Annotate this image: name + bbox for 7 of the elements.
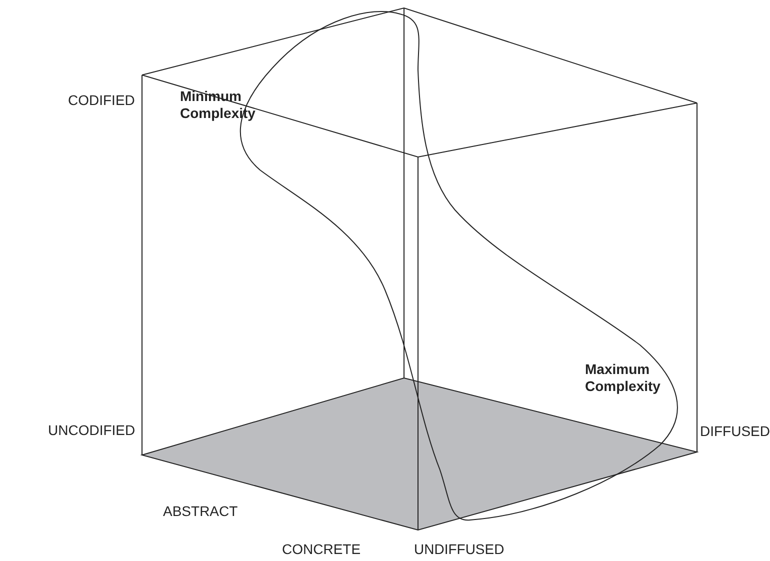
axis-label: DIFFUSED	[700, 423, 770, 440]
axis-label: UNDIFFUSED	[414, 541, 504, 558]
axis-label: UNCODIFIED	[48, 422, 136, 439]
axis-label: ABSTRACT	[163, 503, 238, 520]
region-label: Maximum Complexity	[585, 361, 662, 395]
axis-label: CONCRETE	[282, 541, 361, 558]
axis-label: CODIFIED	[68, 92, 135, 109]
